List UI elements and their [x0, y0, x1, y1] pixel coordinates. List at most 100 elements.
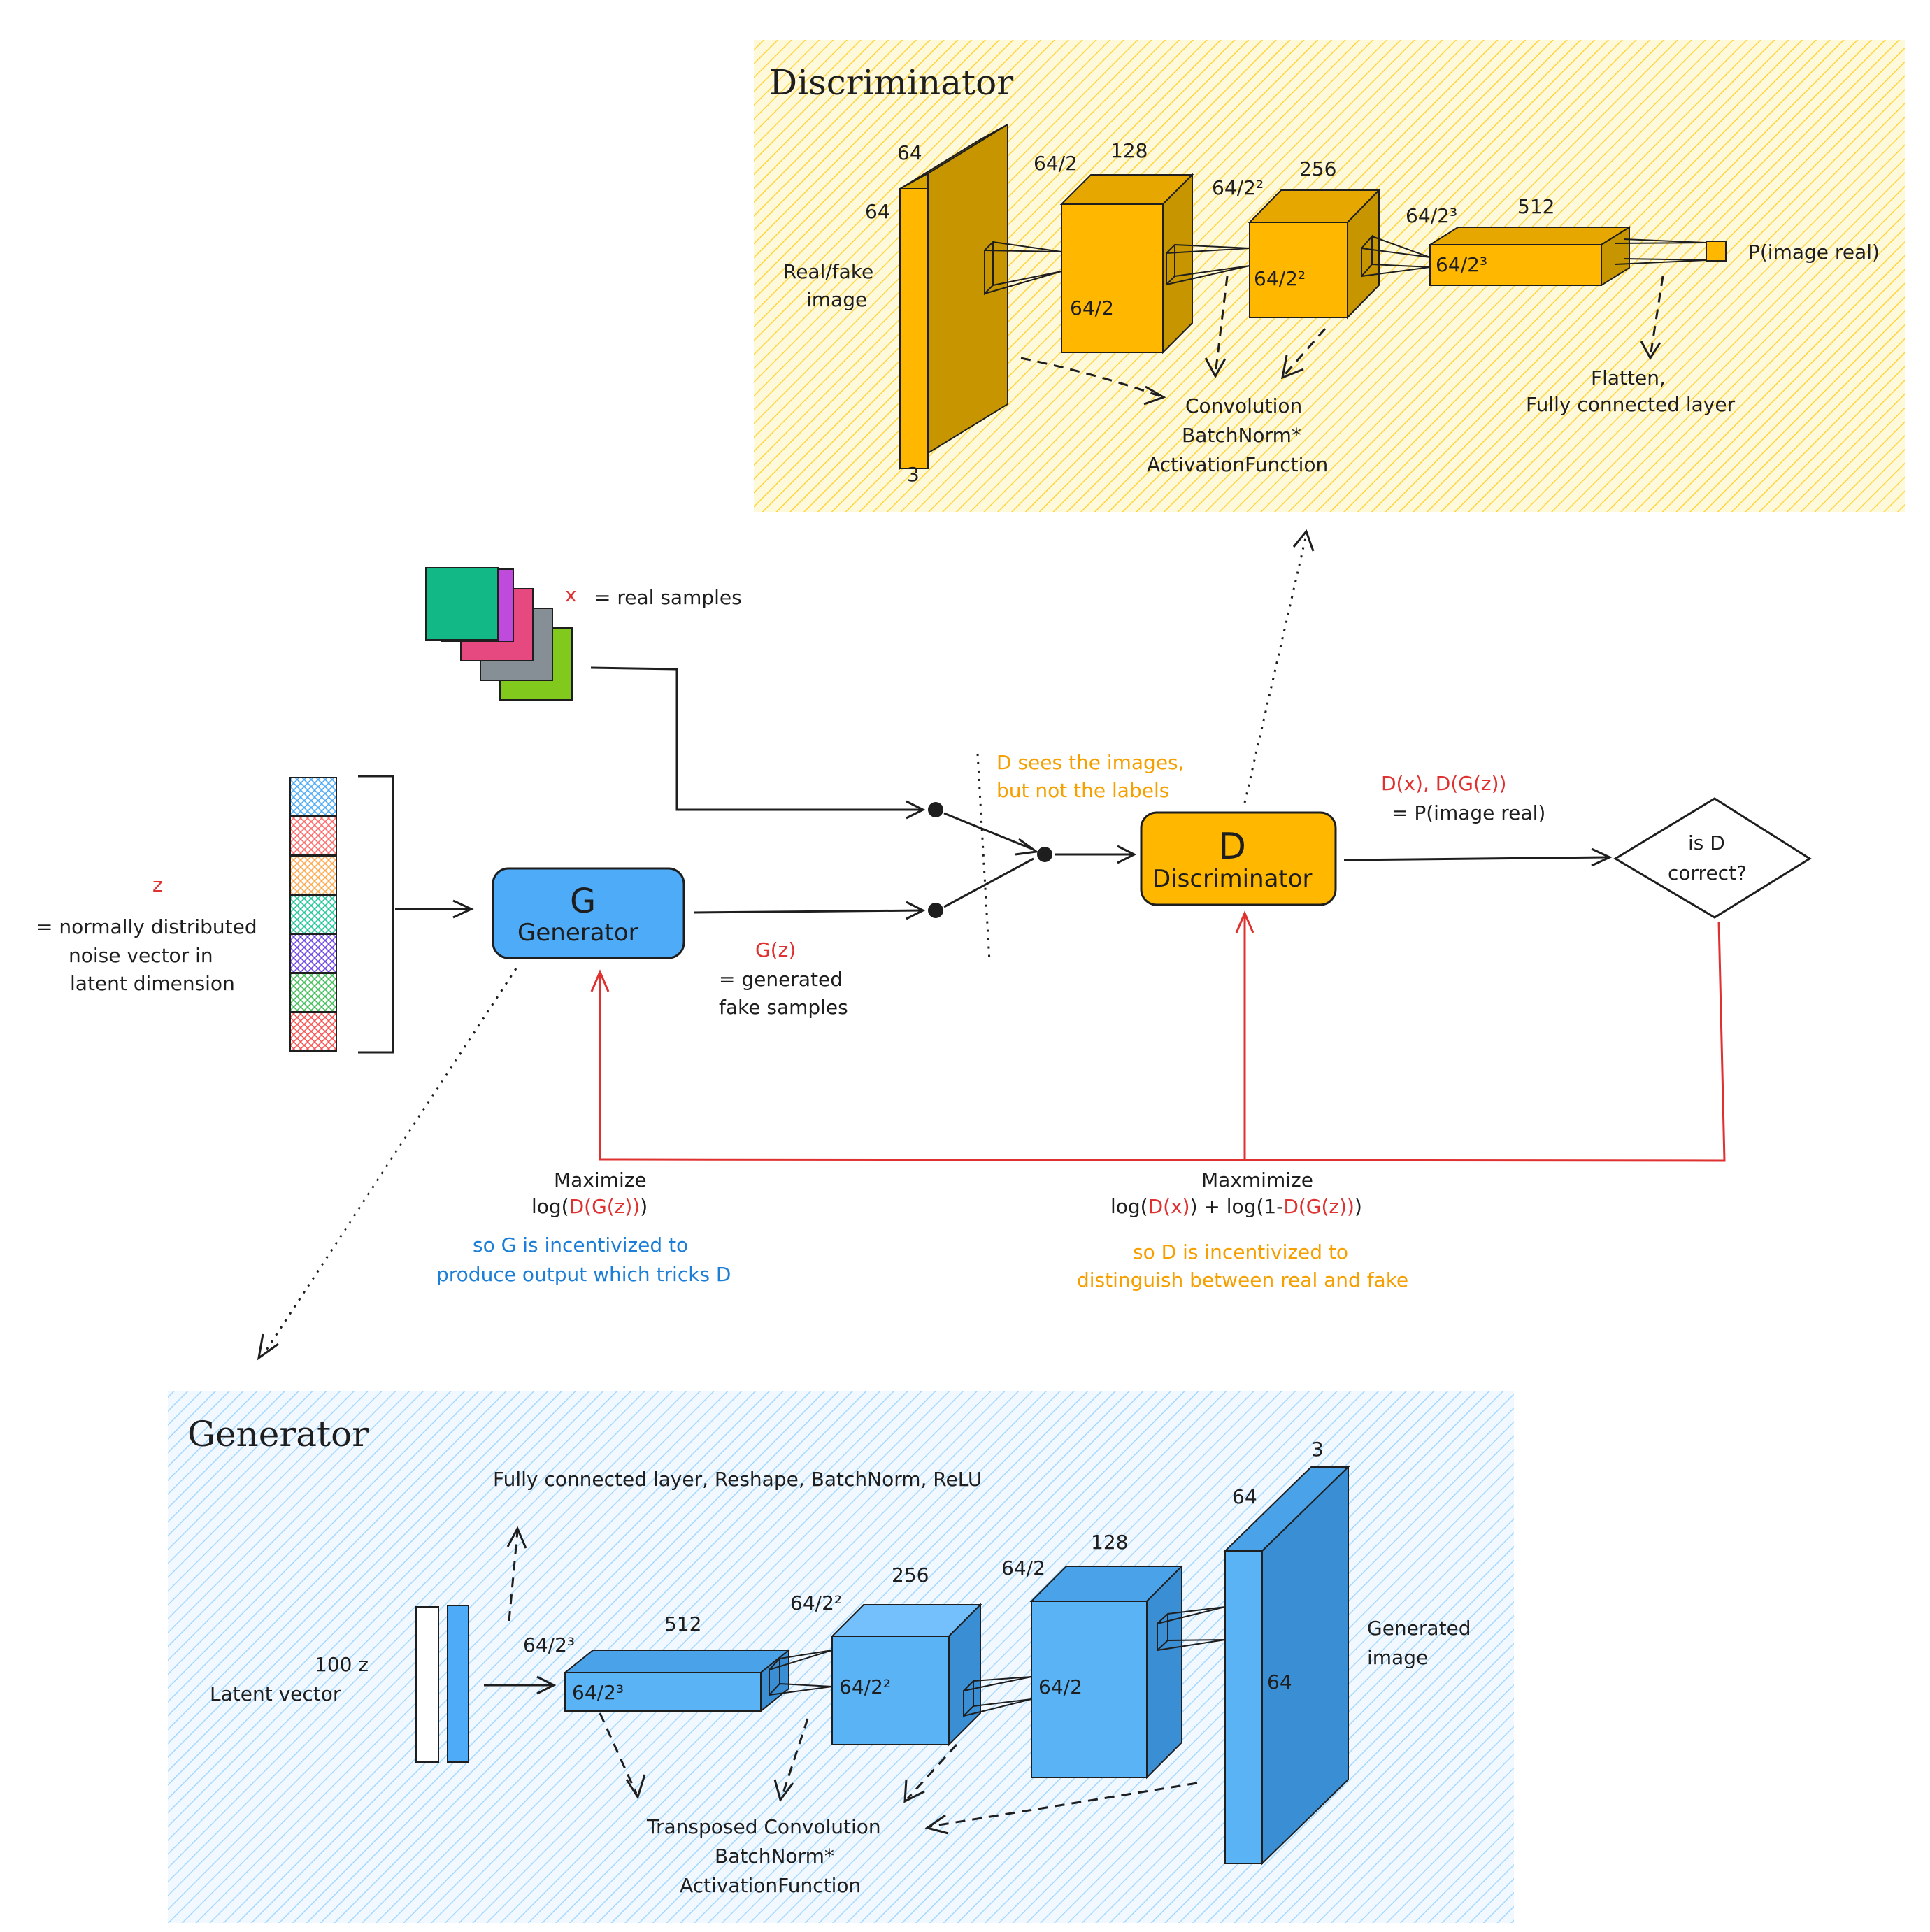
- disc-l3-depth: 256: [1299, 157, 1336, 180]
- gen-kernel-2: [963, 1676, 1032, 1718]
- gen-b2-height: 64/2²: [790, 1591, 842, 1615]
- dout-symbol: D(x), D(G(z)): [1381, 772, 1506, 795]
- disc-conv-label-3: ActivationFunction: [1147, 453, 1328, 476]
- disc-fc-label-2: Fully connected layer: [1526, 393, 1736, 416]
- gen-block-2: [830, 1603, 982, 1747]
- disc-l3-face: 64/2²: [1254, 267, 1306, 290]
- gen-b4-depth: 3: [1311, 1438, 1324, 1461]
- g-objective-b: D(G(z)): [569, 1195, 641, 1218]
- disc-layer-1: [899, 123, 1008, 470]
- disc-fc-arrow: [1649, 276, 1664, 357]
- g-note-2: produce output which tricks D: [436, 1263, 731, 1286]
- generator-panel-title: Generator: [187, 1414, 369, 1454]
- d-note-1: so D is incentivized to: [1133, 1240, 1348, 1264]
- z-desc-3: latent dimension: [70, 972, 235, 995]
- discriminator-label: Discriminator: [1152, 865, 1313, 893]
- disc-layer-4: [1427, 226, 1632, 287]
- d-objective-formula: log(D(x)) + log(1-D(G(z))): [1110, 1195, 1362, 1218]
- gen-kernel-3: [1157, 1606, 1226, 1652]
- disc-conv-label-1: Convolution: [1185, 394, 1302, 417]
- gen-latent-vector: [447, 1605, 469, 1763]
- gen-latent-bracket: [415, 1606, 439, 1763]
- zoom-generator-arrow: [263, 968, 517, 1354]
- gen-tconv-arrow-1: [599, 1712, 638, 1794]
- gen-tconv-label-1: Transposed Convolution: [646, 1815, 881, 1838]
- discriminator-box[interactable]: D Discriminator: [1140, 811, 1337, 906]
- disc-l4-depth: 512: [1517, 195, 1554, 218]
- generator-box[interactable]: G Generator: [492, 867, 685, 959]
- z-symbol: z: [152, 873, 163, 896]
- gen-tconv-arrow-4: [929, 1782, 1198, 1828]
- disc-l1-depth: 3: [907, 463, 920, 486]
- generator-feedback-line: [599, 921, 1726, 1162]
- noise-bracket: [358, 775, 394, 1054]
- decision-text-2: correct?: [1668, 861, 1747, 885]
- disc-l1-height: 64: [897, 141, 922, 164]
- disc-output-neuron: [1706, 241, 1727, 262]
- g-note-1: so G is incentivized to: [473, 1233, 688, 1257]
- real-samples-stack: [425, 567, 573, 701]
- generated-samples-arrow: [693, 909, 922, 914]
- merge-lines: [943, 812, 1034, 908]
- discriminator-panel: Discriminator 64 64 3 Real/fake image 64…: [754, 40, 1905, 512]
- d-objective-e: ): [1354, 1195, 1362, 1218]
- d-note-2: distinguish between real and fake: [1077, 1268, 1408, 1291]
- d-objective-b: D(x): [1148, 1195, 1190, 1218]
- generator-panel: Generator Fully connected layer, Reshape…: [168, 1391, 1514, 1923]
- noise-vector: [290, 777, 337, 1052]
- d-objective-c: ) + log(1-: [1190, 1195, 1284, 1218]
- disc-output-label: P(image real): [1748, 241, 1880, 264]
- disc-input-label-2: image: [806, 288, 867, 311]
- gz-desc-1: = generated: [719, 968, 843, 991]
- z-desc-1: = normally distributed: [36, 915, 257, 938]
- real-merge-point: [928, 802, 943, 817]
- dout-desc: = P(image real): [1392, 801, 1545, 824]
- disc-layer-2: [1059, 173, 1194, 355]
- z-desc-2: noise vector in: [69, 944, 213, 967]
- gen-tconv-label-3: ActivationFunction: [680, 1874, 861, 1897]
- real-x-symbol: x: [565, 583, 577, 606]
- gen-output-label-2: image: [1367, 1646, 1428, 1669]
- gen-fc-arrow: [508, 1531, 519, 1622]
- discriminator-output-arrow: [1343, 856, 1609, 861]
- g-objective-formula: log(D(G(z))): [531, 1195, 648, 1218]
- gen-b2-face: 64/2²: [839, 1675, 891, 1698]
- disc-l3-height: 64/2²: [1212, 176, 1264, 199]
- gz-symbol: G(z): [755, 938, 796, 961]
- disc-conv-label-2: BatchNorm*: [1182, 424, 1301, 447]
- disc-fc-label-1: Flatten,: [1591, 366, 1666, 389]
- generator-label: Generator: [517, 919, 638, 947]
- disc-flatten-lines: [1615, 238, 1707, 265]
- gen-b2-depth: 256: [892, 1564, 929, 1587]
- gz-desc-2: fake samples: [719, 996, 848, 1019]
- fake-merge-point: [928, 903, 943, 918]
- zoom-discriminator-arrow: [1243, 534, 1308, 803]
- gen-kernel-1: [769, 1650, 833, 1697]
- gen-b4-height: 64: [1232, 1485, 1257, 1508]
- disc-l2-face: 64/2: [1070, 296, 1114, 320]
- gen-block-3: [1029, 1564, 1184, 1780]
- gen-block-4: [1223, 1465, 1350, 1866]
- disc-l4-face: 64/2³: [1436, 253, 1487, 276]
- gen-tconv-arrow-3: [906, 1743, 958, 1800]
- gen-b1-depth: 512: [664, 1612, 701, 1636]
- gen-latent-label-2: Latent vector: [210, 1682, 341, 1705]
- disc-layer-3: [1248, 188, 1381, 320]
- disc-kernel-2: [1166, 243, 1250, 287]
- d-objective-title: Maxmimize: [1201, 1168, 1313, 1192]
- d-objective-a: log(: [1110, 1195, 1148, 1218]
- label-hiding-line: [976, 753, 991, 962]
- gen-tconv-arrow-2: [780, 1718, 809, 1798]
- disc-l1-width: 64: [865, 200, 890, 223]
- gen-latent-label-1: 100 z: [315, 1653, 369, 1676]
- decision-text-1: is D: [1688, 831, 1725, 854]
- disc-input-label-1: Real/fake: [783, 260, 873, 283]
- sees-note-2: but not the labels: [996, 779, 1169, 802]
- gen-b3-height: 64/2: [1001, 1557, 1045, 1580]
- gen-b1-face: 64/2³: [572, 1681, 624, 1704]
- discriminator-panel-title: Discriminator: [769, 62, 1013, 103]
- generator-symbol: G: [570, 882, 596, 921]
- real-samples-arrow: [590, 666, 922, 811]
- discriminator-symbol: D: [1218, 826, 1246, 868]
